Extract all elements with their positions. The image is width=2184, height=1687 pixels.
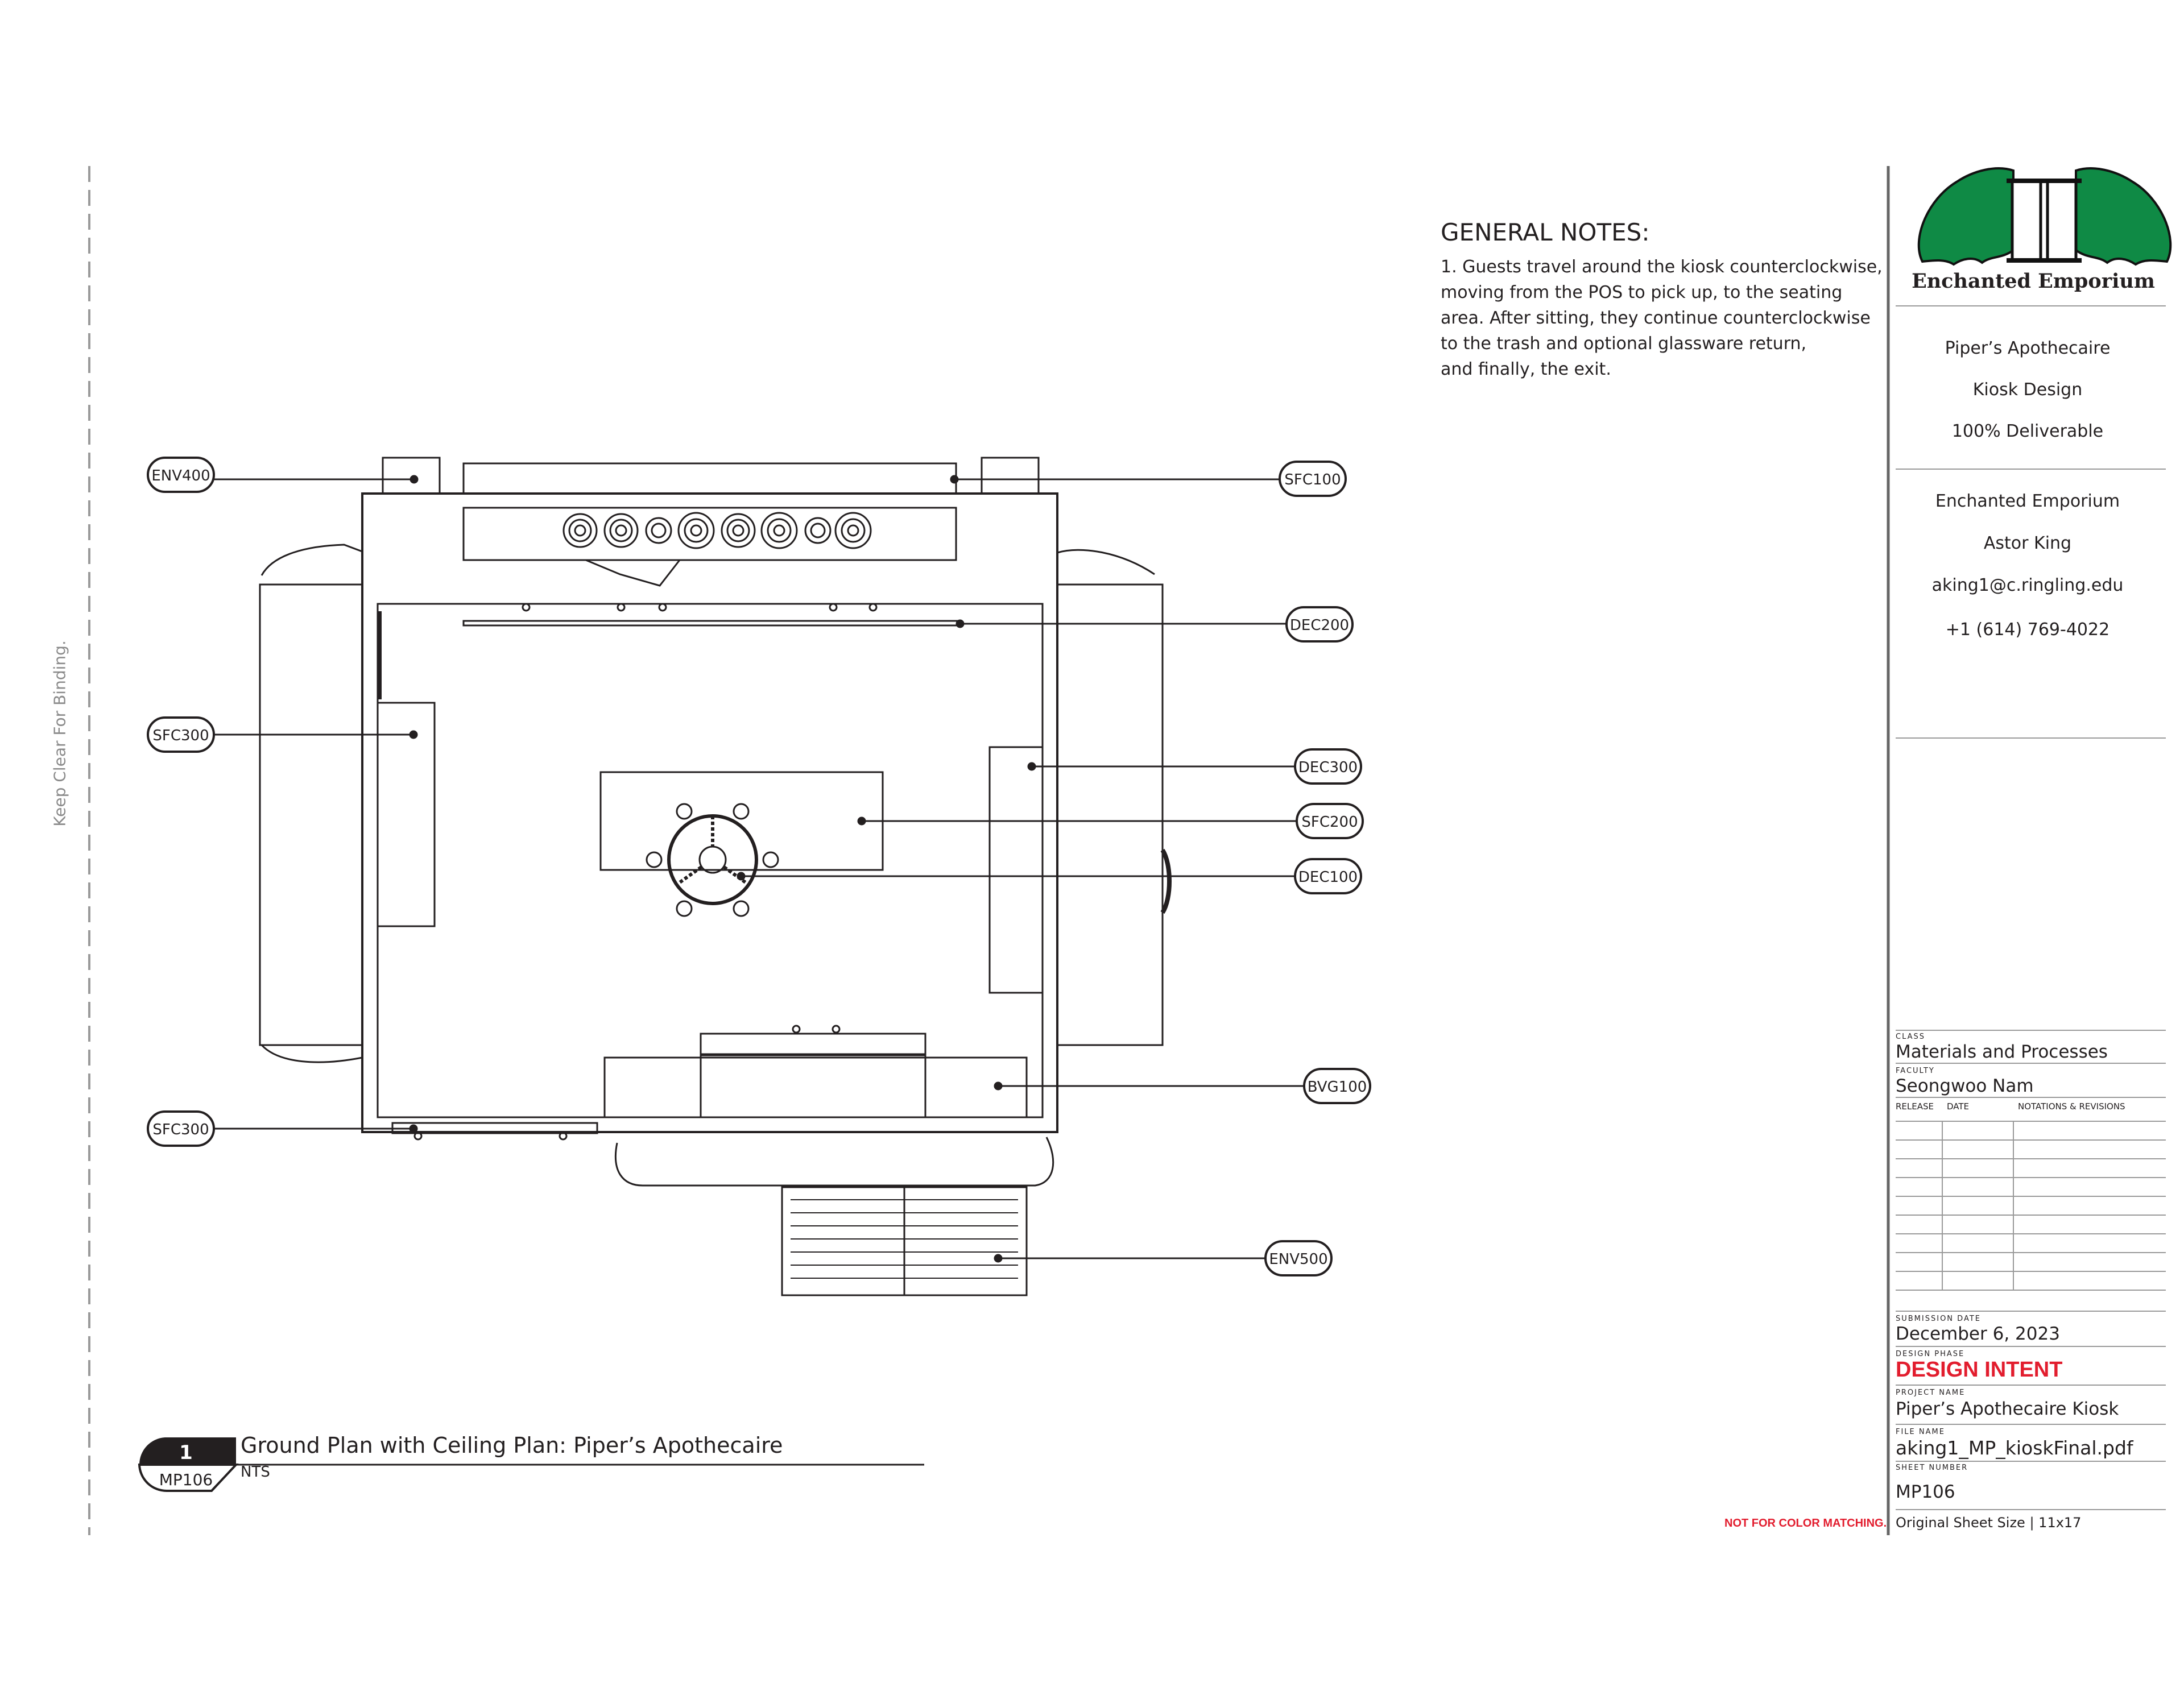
designer-line: Enchanted Emporium [1935,491,2120,511]
designer-line: +1 (614) 769-4022 [1945,620,2110,640]
general-note-line: to the trash and optional glassware retu… [1441,334,1807,354]
callout-leaders [214,475,1304,1263]
drawing-number-bubble: 1 MP106 [138,1437,239,1493]
callout-env400-label: ENV400 [151,467,210,484]
callout-bvg100: BVG100 [1303,1068,1371,1104]
general-notes-body: 1. Guests travel around the kiosk counte… [1441,254,1896,382]
binding-note-text: Keep Clear For Binding. [50,640,69,827]
callout-sfc300-bottom: SFC300 [147,1110,215,1147]
callout-dec300: DEC300 [1294,748,1362,785]
design-phase-value: DESIGN INTENT [1896,1358,2063,1382]
general-note-line: 1. Guests travel around the kiosk counte… [1441,257,1883,277]
general-note-line: area. After sitting, they continue count… [1441,308,1871,328]
callout-sfc300-bottom-label: SFC300 [152,1121,209,1138]
callout-env500: ENV500 [1264,1240,1333,1276]
callout-bvg100-label: BVG100 [1308,1079,1367,1096]
project-line: 100% Deliverable [1951,421,2104,441]
revision-table [1896,1121,2166,1291]
callout-sfc200-label: SFC200 [1301,814,1358,831]
sheet-number-label: SHEET NUMBER [1896,1464,1968,1472]
submission-date-value: December 6, 2023 [1896,1324,2060,1344]
general-note-line: moving from the POS to pick up, to the s… [1441,283,1843,302]
callout-dec200: DEC200 [1285,606,1354,643]
callout-sfc300-top-label: SFC300 [152,727,209,744]
file-name-value: aking1_MP_kioskFinal.pdf [1896,1437,2133,1459]
callout-dec100-label: DEC100 [1298,869,1358,886]
revision-date-header: DATE [1947,1101,1970,1112]
faculty-label: FACULTY [1896,1067,1935,1075]
callout-sfc100-label: SFC100 [1284,471,1341,488]
logo-wordmark: Enchanted Emporium [1912,270,2155,293]
file-name-label: FILE NAME [1896,1428,1945,1436]
submission-date-label: SUBMISSION DATE [1896,1315,1981,1323]
class-value: Materials and Processes [1896,1042,2108,1062]
drawing-title: Ground Plan with Ceiling Plan: Piper’s A… [241,1433,783,1458]
project-line: Piper’s Apothecaire [1945,338,2111,358]
not-for-color-matching: NOT FOR COLOR MATCHING. [1724,1517,1887,1530]
drawing-number: 1 [179,1441,193,1464]
designer-line: aking1@c.ringling.edu [1931,575,2124,595]
project-line: Kiosk Design [1972,380,2083,400]
class-label: CLASS [1896,1033,1926,1041]
callout-sfc100: SFC100 [1279,461,1347,497]
project-name-value: Piper’s Apothecaire Kiosk [1896,1399,2119,1419]
callout-sfc200: SFC200 [1296,803,1364,839]
drawing-scale: NTS [241,1464,270,1481]
callout-env500-label: ENV500 [1269,1251,1327,1268]
sheet-number-value: MP106 [1896,1482,1955,1502]
design-phase-label: DESIGN PHASE [1896,1350,1965,1358]
callout-sfc300-top: SFC300 [147,716,215,753]
general-notes-title: GENERAL NOTES: [1441,218,1650,246]
kiosk-plan [259,457,1172,1296]
general-note-line: and finally, the exit. [1441,359,1611,379]
general-notes: GENERAL NOTES: 1. Guests travel around t… [1441,218,1896,382]
callout-dec300-label: DEC300 [1298,759,1358,776]
original-sheet-size: Original Sheet Size | 11x17 [1896,1515,2082,1531]
project-name-label: PROJECT NAME [1896,1388,1966,1397]
designer-line: Astor King [1983,533,2072,553]
faculty-value: Seongwoo Nam [1896,1076,2034,1096]
round-table [646,803,779,917]
revision-release-header: RELEASE [1896,1101,1934,1112]
drawing-sheet-ref: MP106 [159,1470,213,1489]
revision-notes-header: NOTATIONS & REVISIONS [2018,1101,2125,1112]
enchanted-emporium-logo [1917,167,2172,266]
callout-env400: ENV400 [147,457,215,493]
callout-dec100: DEC100 [1294,858,1362,894]
apothecary-bottles [562,512,872,549]
callout-dec200-label: DEC200 [1290,617,1349,634]
